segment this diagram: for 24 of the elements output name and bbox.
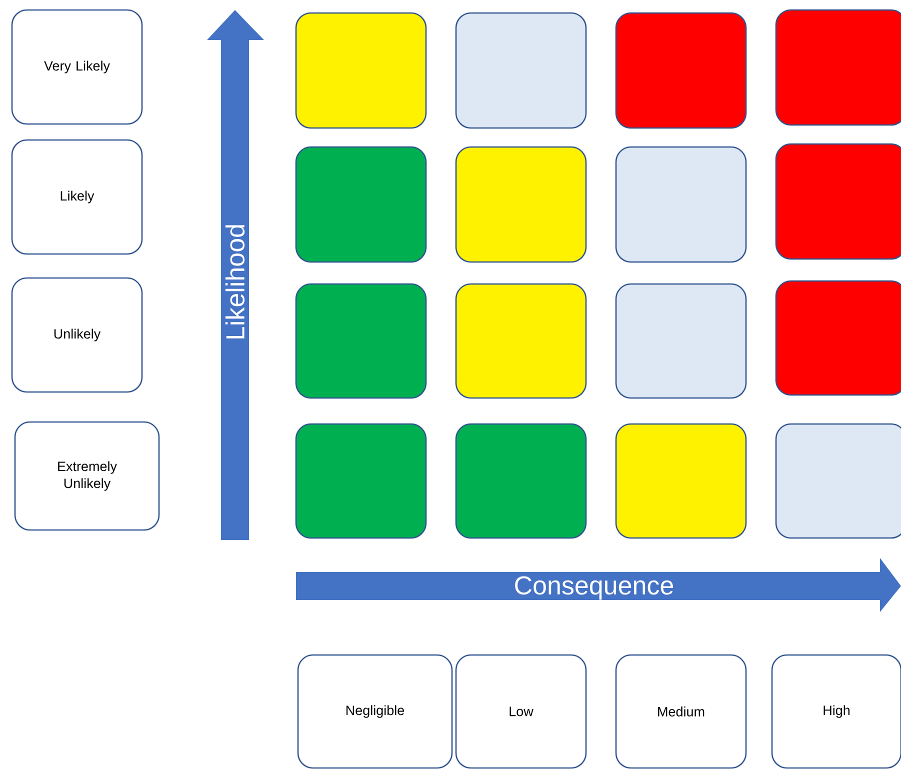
- category-box: High: [771, 654, 901, 769]
- risk-cell: [455, 423, 587, 539]
- risk-cell: [455, 12, 587, 129]
- risk-cell: [615, 283, 747, 399]
- risk-cell: [295, 12, 427, 129]
- risk-cell: [455, 146, 587, 263]
- risk-cell: [615, 423, 747, 539]
- risk-cell: [295, 423, 427, 539]
- risk-cell: [615, 12, 747, 129]
- category-box: Medium: [615, 654, 747, 769]
- risk-cell: [775, 9, 901, 126]
- category-box: Likely: [11, 139, 143, 255]
- category-box: Low: [455, 654, 587, 769]
- risk-cell: [295, 283, 427, 399]
- risk-cell: [775, 143, 901, 260]
- risk-cell: [455, 283, 587, 399]
- category-box: Negligible: [297, 654, 453, 769]
- category-box: Very Likely: [11, 9, 143, 125]
- risk-cell: [295, 146, 427, 263]
- category-box: Extremely Unlikely: [14, 421, 160, 531]
- category-box: Unlikely: [11, 277, 143, 393]
- risk-cell: [615, 146, 747, 263]
- risk-cell: [775, 280, 901, 396]
- risk-cell: [775, 423, 901, 539]
